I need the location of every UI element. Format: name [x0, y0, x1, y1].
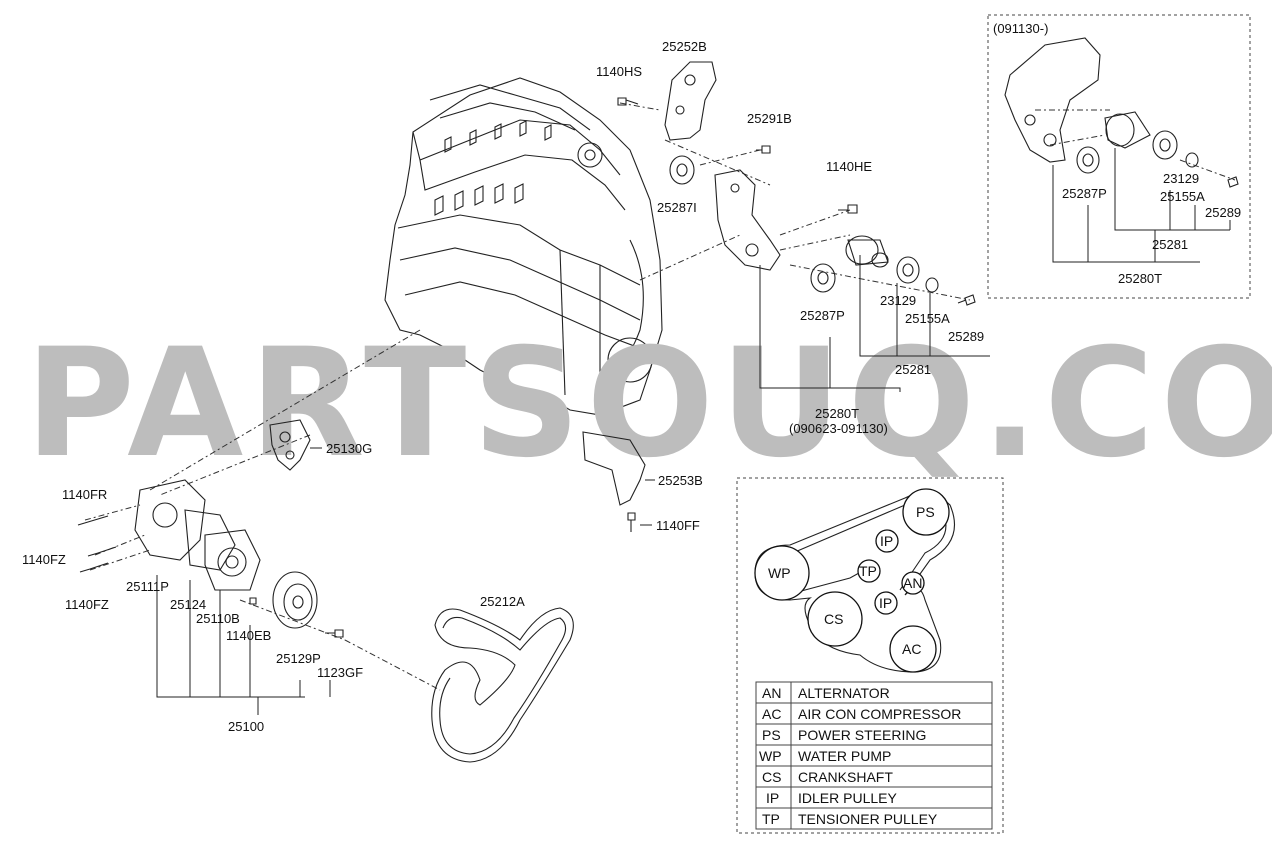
inset-label-25287p[interactable]: 25287P: [1062, 186, 1107, 201]
legend-code: PS: [762, 727, 781, 743]
tensioner-25281: [845, 235, 889, 268]
gasket-25130g: [269, 419, 311, 471]
label-25289[interactable]: 25289: [948, 329, 984, 344]
label-25252b[interactable]: 25252B: [662, 39, 707, 54]
label-1140fz-b[interactable]: 1140FZ: [65, 597, 109, 612]
bolt-25289: [957, 294, 976, 306]
legend-name: WATER PUMP: [798, 748, 891, 764]
bolt-1140eb: [249, 597, 257, 605]
cap-25155a: [925, 277, 939, 293]
pulley-label-cs: CS: [824, 611, 843, 627]
bolt-25291b: [756, 145, 771, 154]
legend-name: IDLER PULLEY: [798, 790, 897, 806]
bolts-1140fr-fz: [77, 515, 117, 573]
part-labels: 1140HS 25252B 25291B 1140HE 25287I 25287…: [22, 39, 984, 734]
label-25291b[interactable]: 25291B: [747, 111, 792, 126]
label-1140eb[interactable]: 1140EB: [226, 628, 271, 643]
label-25110b[interactable]: 25110B: [196, 611, 240, 626]
bracket-25252b: [664, 61, 717, 141]
label-25287p[interactable]: 25287P: [800, 308, 845, 323]
inset-label-25289[interactable]: 25289: [1205, 205, 1241, 220]
inset-range: (091130-): [993, 21, 1048, 36]
label-25280t[interactable]: 25280T: [815, 406, 859, 421]
pulley-cs: [807, 591, 863, 647]
label-25124[interactable]: 25124: [170, 597, 206, 612]
legend-name: CRANKSHAFT: [798, 769, 893, 785]
legend-code: TP: [762, 811, 780, 827]
label-1123gf[interactable]: 1123GF: [317, 665, 363, 680]
label-25111p[interactable]: 25111P: [126, 579, 169, 594]
legend-name: ALTERNATOR: [798, 685, 890, 701]
pulley-ip-low: [874, 591, 898, 615]
inset-panel: (091130-) 25287P 23129 25155A 25289 2528…: [987, 14, 1251, 299]
pulley-25129p: [272, 571, 318, 629]
label-25287i[interactable]: 25287I: [657, 200, 697, 215]
label-25281[interactable]: 25281: [895, 362, 931, 377]
legend-code: CS: [762, 769, 781, 785]
belt-routing-panel: PS IP WP TP AN IP CS AC AN ALTERNATOR AC…: [736, 477, 1004, 834]
label-23129[interactable]: 23129: [880, 293, 916, 308]
bracket-25253b: [582, 431, 646, 506]
legend-code: AC: [762, 706, 781, 722]
belt-25212a: [431, 607, 574, 763]
legend-table: AN ALTERNATOR AC AIR CON COMPRESSOR PS P…: [755, 681, 993, 830]
label-1140hs[interactable]: 1140HS: [596, 64, 642, 79]
legend-code: AN: [762, 685, 781, 701]
inset-label-25280t[interactable]: 25280T: [1118, 271, 1162, 286]
inset-label-25155a[interactable]: 25155A: [1160, 189, 1205, 204]
label-25130g[interactable]: 25130G: [326, 441, 372, 456]
label-1140fz-a[interactable]: 1140FZ: [22, 552, 66, 567]
pulley-label-an: AN: [903, 575, 922, 591]
legend-code: IP: [766, 790, 779, 806]
label-1140fr[interactable]: 1140FR: [62, 487, 107, 502]
water-pump-assembly: [134, 479, 261, 591]
pulley-label-ip-low: IP: [879, 595, 892, 611]
inset-label-23129[interactable]: 23129: [1163, 171, 1199, 186]
legend-name: TENSIONER PULLEY: [798, 811, 938, 827]
pulley-label-ps: PS: [916, 504, 935, 520]
pulley-ac: [889, 625, 937, 673]
leader-lines: [156, 255, 990, 715]
label-25100[interactable]: 25100: [228, 719, 264, 734]
pulley-ps: [902, 488, 950, 536]
pulley-tp: [857, 559, 881, 583]
bolt-1140he: [838, 204, 858, 214]
bolt-1123gf: [325, 629, 344, 638]
bolt-1140hs: [617, 97, 639, 106]
assembly-lines: [84, 102, 1236, 691]
inset-label-25281[interactable]: 25281: [1152, 237, 1188, 252]
pulley-wp: [754, 545, 810, 601]
label-1140ff[interactable]: 1140FF: [656, 518, 700, 533]
pulley-an: [901, 571, 925, 595]
label-25280t-range: (090623-091130): [789, 421, 888, 436]
pulley-label-ac: AC: [902, 641, 921, 657]
pulley-23129: [896, 256, 920, 284]
pulley-ip-top: [875, 529, 899, 553]
legend-name: AIR CON COMPRESSOR: [798, 706, 961, 722]
label-25253b[interactable]: 25253B: [658, 473, 703, 488]
idler-pulley-25287i: [669, 155, 695, 185]
pulley-label-wp: WP: [768, 565, 791, 581]
label-25212a[interactable]: 25212A: [480, 594, 525, 609]
pulley-label-ip-top: IP: [880, 533, 893, 549]
tensioner-bracket: [714, 169, 781, 271]
pulley-label-tp: TP: [859, 563, 877, 579]
legend-name: POWER STEERING: [798, 727, 926, 743]
legend-code: WP: [759, 748, 782, 764]
engine-block: [384, 77, 663, 416]
watermark-text: PARTSOUQ.COM: [25, 317, 1272, 491]
pulley-25287p: [810, 263, 836, 293]
label-1140he[interactable]: 1140HE: [826, 159, 872, 174]
label-25129p[interactable]: 25129P: [276, 651, 321, 666]
bolt-1140ff: [627, 512, 636, 532]
label-25155a[interactable]: 25155A: [905, 311, 950, 326]
